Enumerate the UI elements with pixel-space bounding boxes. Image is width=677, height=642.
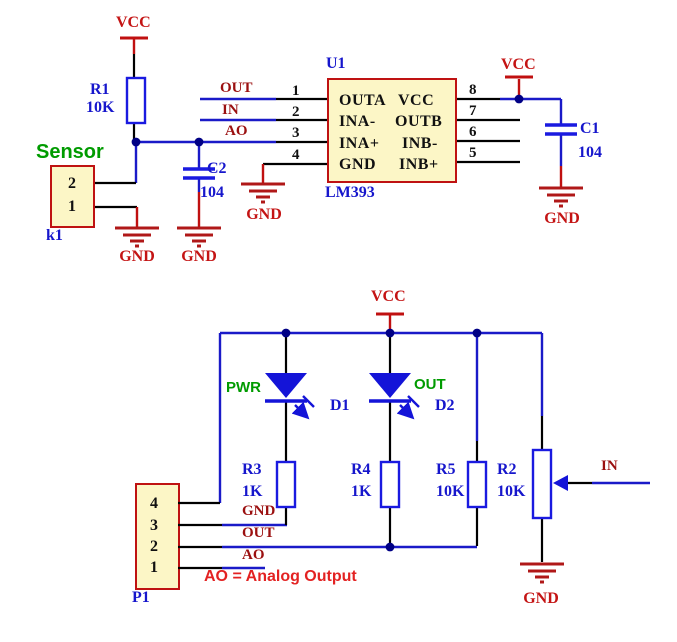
r2-potentiometer	[531, 448, 553, 520]
u1-pin-name-ina-: INA-	[339, 113, 376, 130]
u1-pin-name-vcc: VCC	[398, 92, 435, 109]
black-wires	[95, 54, 592, 570]
u1-pin-number-1: 1	[292, 83, 300, 99]
r4-value: 1K	[351, 483, 372, 500]
gnd-label-sensor: GND	[119, 248, 155, 265]
net-label-gnd-bottom: GND	[242, 503, 276, 519]
d1-ref: D1	[330, 397, 350, 414]
u1-pin-name-inb+: INB+	[399, 156, 439, 173]
led-d1-icon	[265, 373, 314, 416]
red-power-wires	[132, 39, 563, 333]
sensor-ref: k1	[46, 227, 63, 244]
p1-pin-4: 4	[150, 495, 158, 512]
r1-value: 10K	[86, 99, 115, 116]
p1-ref: P1	[132, 589, 150, 606]
resistor-bodies	[125, 76, 553, 520]
u1-pin-number-4: 4	[292, 147, 300, 163]
sensor-pin-2: 2	[68, 175, 76, 192]
u1-pin-name-inb-: INB-	[402, 135, 438, 152]
r2-value: 10K	[497, 483, 526, 500]
gnd-label-r2: GND	[523, 590, 559, 607]
u1-pin-name-gnd: GND	[339, 156, 377, 173]
u1-pin-name-outa: OUTA	[339, 92, 387, 109]
u1-pin-number-3: 3	[292, 125, 300, 141]
vcc-label-top: VCC	[116, 14, 151, 31]
r4-ref: R4	[351, 461, 371, 478]
u1-pin-number-8: 8	[469, 82, 477, 98]
gnd-label-c2: GND	[181, 248, 217, 265]
c2-value: 104	[200, 184, 224, 201]
p1-pin-3: 3	[150, 517, 158, 534]
c1-value: 104	[578, 144, 602, 161]
u1-pin-name-ina+: INA+	[339, 135, 380, 152]
vcc-label-right: VCC	[501, 56, 536, 73]
led-d2-icon	[369, 373, 419, 416]
r2-wiper-arrow-icon	[553, 475, 568, 491]
net-label-in-top: IN	[222, 102, 239, 118]
vcc-label-bottom: VCC	[371, 288, 406, 305]
gnd-symbols	[115, 182, 583, 584]
c1-ref: C1	[580, 120, 600, 137]
r5-value: 10K	[436, 483, 465, 500]
sensor-title: Sensor	[36, 141, 104, 163]
net-label-out-bottom: OUT	[242, 525, 275, 541]
p1-connector-body: 4 3 2 1	[135, 483, 180, 590]
u1-pin-number-2: 2	[292, 104, 300, 120]
r5-ref: R5	[436, 461, 456, 478]
ao-note: AO = Analog Output	[204, 568, 357, 585]
r3-resistor	[275, 460, 297, 509]
r3-value: 1K	[242, 483, 263, 500]
r1-resistor	[125, 76, 147, 125]
u1-pin-name-outb: OUTB	[395, 113, 443, 130]
u1-part: LM393	[325, 184, 375, 201]
sensor-connector-body: 2 1	[50, 165, 95, 228]
d2-ref: D2	[435, 397, 455, 414]
u1-pin-number-5: 5	[469, 145, 477, 161]
sensor-pin-1: 1	[68, 198, 76, 215]
r3-ref: R3	[242, 461, 262, 478]
net-label-ao-top: AO	[225, 123, 248, 139]
p1-pin-1: 1	[150, 559, 158, 576]
r4-resistor	[379, 460, 401, 509]
r1-ref: R1	[90, 81, 110, 98]
u1-pin-number-6: 6	[469, 124, 477, 140]
capacitor-plates	[183, 123, 577, 180]
junction-dots	[131, 94, 524, 552]
blue-wires	[134, 97, 650, 570]
vcc-symbols	[120, 36, 533, 316]
u1-ref: U1	[326, 55, 346, 72]
gnd-label-c1: GND	[544, 210, 580, 227]
u1-chip-body: OUTA VCC INA- OUTB INA+ INB- GND INB+	[327, 78, 457, 183]
c2-ref: C2	[207, 160, 227, 177]
r2-ref: R2	[497, 461, 517, 478]
d1-pwr-label: PWR	[226, 379, 261, 396]
net-label-out-top: OUT	[220, 80, 253, 96]
gnd-label-u1: GND	[246, 206, 282, 223]
d2-out-label: OUT	[414, 376, 446, 393]
p1-pin-2: 2	[150, 538, 158, 555]
net-label-in-bottom: IN	[601, 458, 618, 474]
r5-resistor	[466, 460, 488, 509]
net-label-ao-bottom: AO	[242, 547, 265, 563]
u1-pin-number-7: 7	[469, 103, 477, 119]
